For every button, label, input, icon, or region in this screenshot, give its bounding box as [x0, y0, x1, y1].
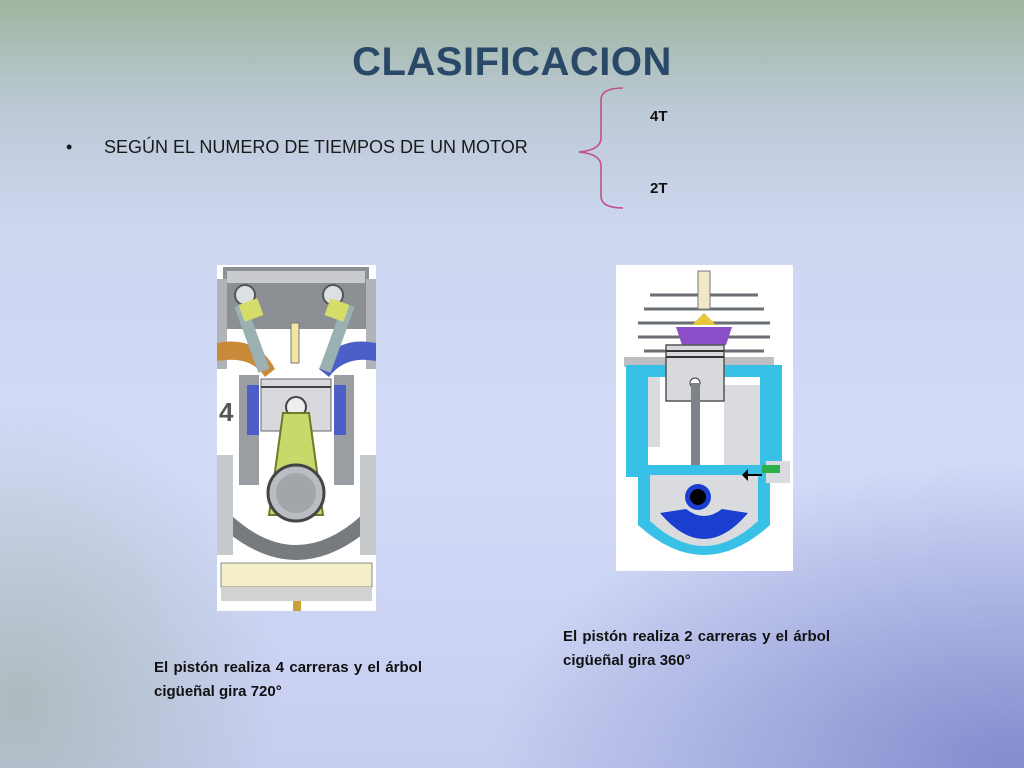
- two-stroke-engine-drawing: [624, 270, 790, 555]
- caption-four-stroke: El pistón realiza 4 carreras y el árbol …: [154, 659, 422, 700]
- option-2t: 2T: [650, 180, 668, 197]
- two-stroke-engine-image: [616, 265, 793, 571]
- bullet-marker: •: [66, 137, 73, 157]
- curly-brace: [578, 87, 624, 209]
- caption-two-stroke: El pistón realiza 2 carreras y el árbol …: [563, 628, 830, 669]
- option-4t: 4T: [650, 108, 668, 125]
- four-stroke-engine-image: 4: [217, 265, 376, 611]
- slide-title: CLASIFICACION: [352, 40, 672, 84]
- stroke-number-label: 4: [219, 397, 234, 427]
- four-stroke-engine-drawing: 4: [217, 267, 376, 611]
- bullet-text: SEGÚN EL NUMERO DE TIEMPOS DE UN MOTOR: [104, 137, 528, 157]
